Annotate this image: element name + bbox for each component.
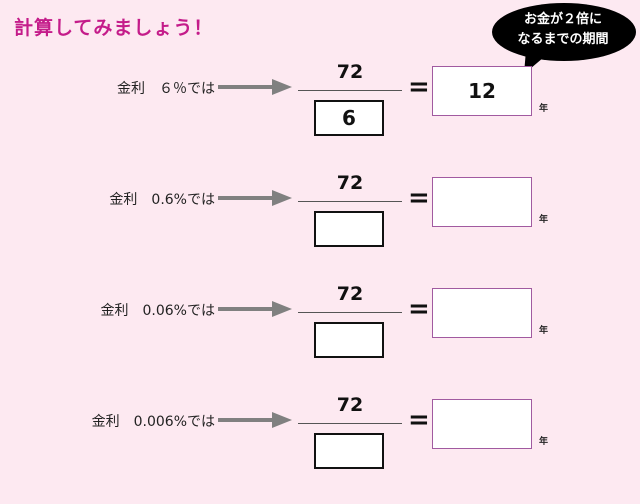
fraction-line xyxy=(298,90,402,91)
result-box[interactable] xyxy=(432,399,532,449)
numerator: 72 xyxy=(336,172,364,194)
equals-sign: = xyxy=(408,72,430,102)
denominator-box[interactable] xyxy=(314,322,384,358)
calc-row-4: 金利 0.006%では 72 = 年 xyxy=(0,394,640,504)
arrow-right-icon xyxy=(218,301,292,317)
result-box[interactable]: 12 xyxy=(432,66,532,116)
arrow-right-icon xyxy=(218,190,292,206)
numerator: 72 xyxy=(336,61,364,83)
calc-row-1: 金利 ６％では 72 6 = 12 年 xyxy=(0,61,640,171)
unit-label: 年 xyxy=(539,215,549,225)
rate-label: 金利 0.006%では xyxy=(91,414,215,430)
fraction-line xyxy=(298,312,402,313)
unit-label: 年 xyxy=(539,326,549,336)
result-box[interactable] xyxy=(432,288,532,338)
rate-label: 金利 ６％では xyxy=(117,81,215,97)
equals-sign: = xyxy=(408,183,430,213)
bubble-line-1: お金が２倍に xyxy=(523,12,602,27)
rate-label: 金利 0.6%では xyxy=(109,192,215,208)
page-title: 計算してみましょう！ xyxy=(14,17,214,39)
fraction-line xyxy=(298,423,402,424)
fraction-line xyxy=(298,201,402,202)
bubble-line-2: なるまでの期間 xyxy=(517,32,609,47)
rate-label: 金利 0.06%では xyxy=(100,303,215,319)
unit-label: 年 xyxy=(539,437,549,447)
numerator: 72 xyxy=(336,394,364,416)
denominator-box[interactable]: 6 xyxy=(314,100,384,136)
result-box[interactable] xyxy=(432,177,532,227)
denominator-box[interactable] xyxy=(314,211,384,247)
equals-sign: = xyxy=(408,294,430,324)
calc-row-2: 金利 0.6%では 72 = 年 xyxy=(0,172,640,282)
numerator: 72 xyxy=(336,283,364,305)
unit-label: 年 xyxy=(539,104,549,114)
denominator-box[interactable] xyxy=(314,433,384,469)
equals-sign: = xyxy=(408,405,430,435)
speech-bubble: お金が２倍に なるまでの期間 xyxy=(490,2,636,74)
arrow-right-icon xyxy=(218,412,292,428)
calc-row-3: 金利 0.06%では 72 = 年 xyxy=(0,283,640,393)
arrow-right-icon xyxy=(218,79,292,95)
